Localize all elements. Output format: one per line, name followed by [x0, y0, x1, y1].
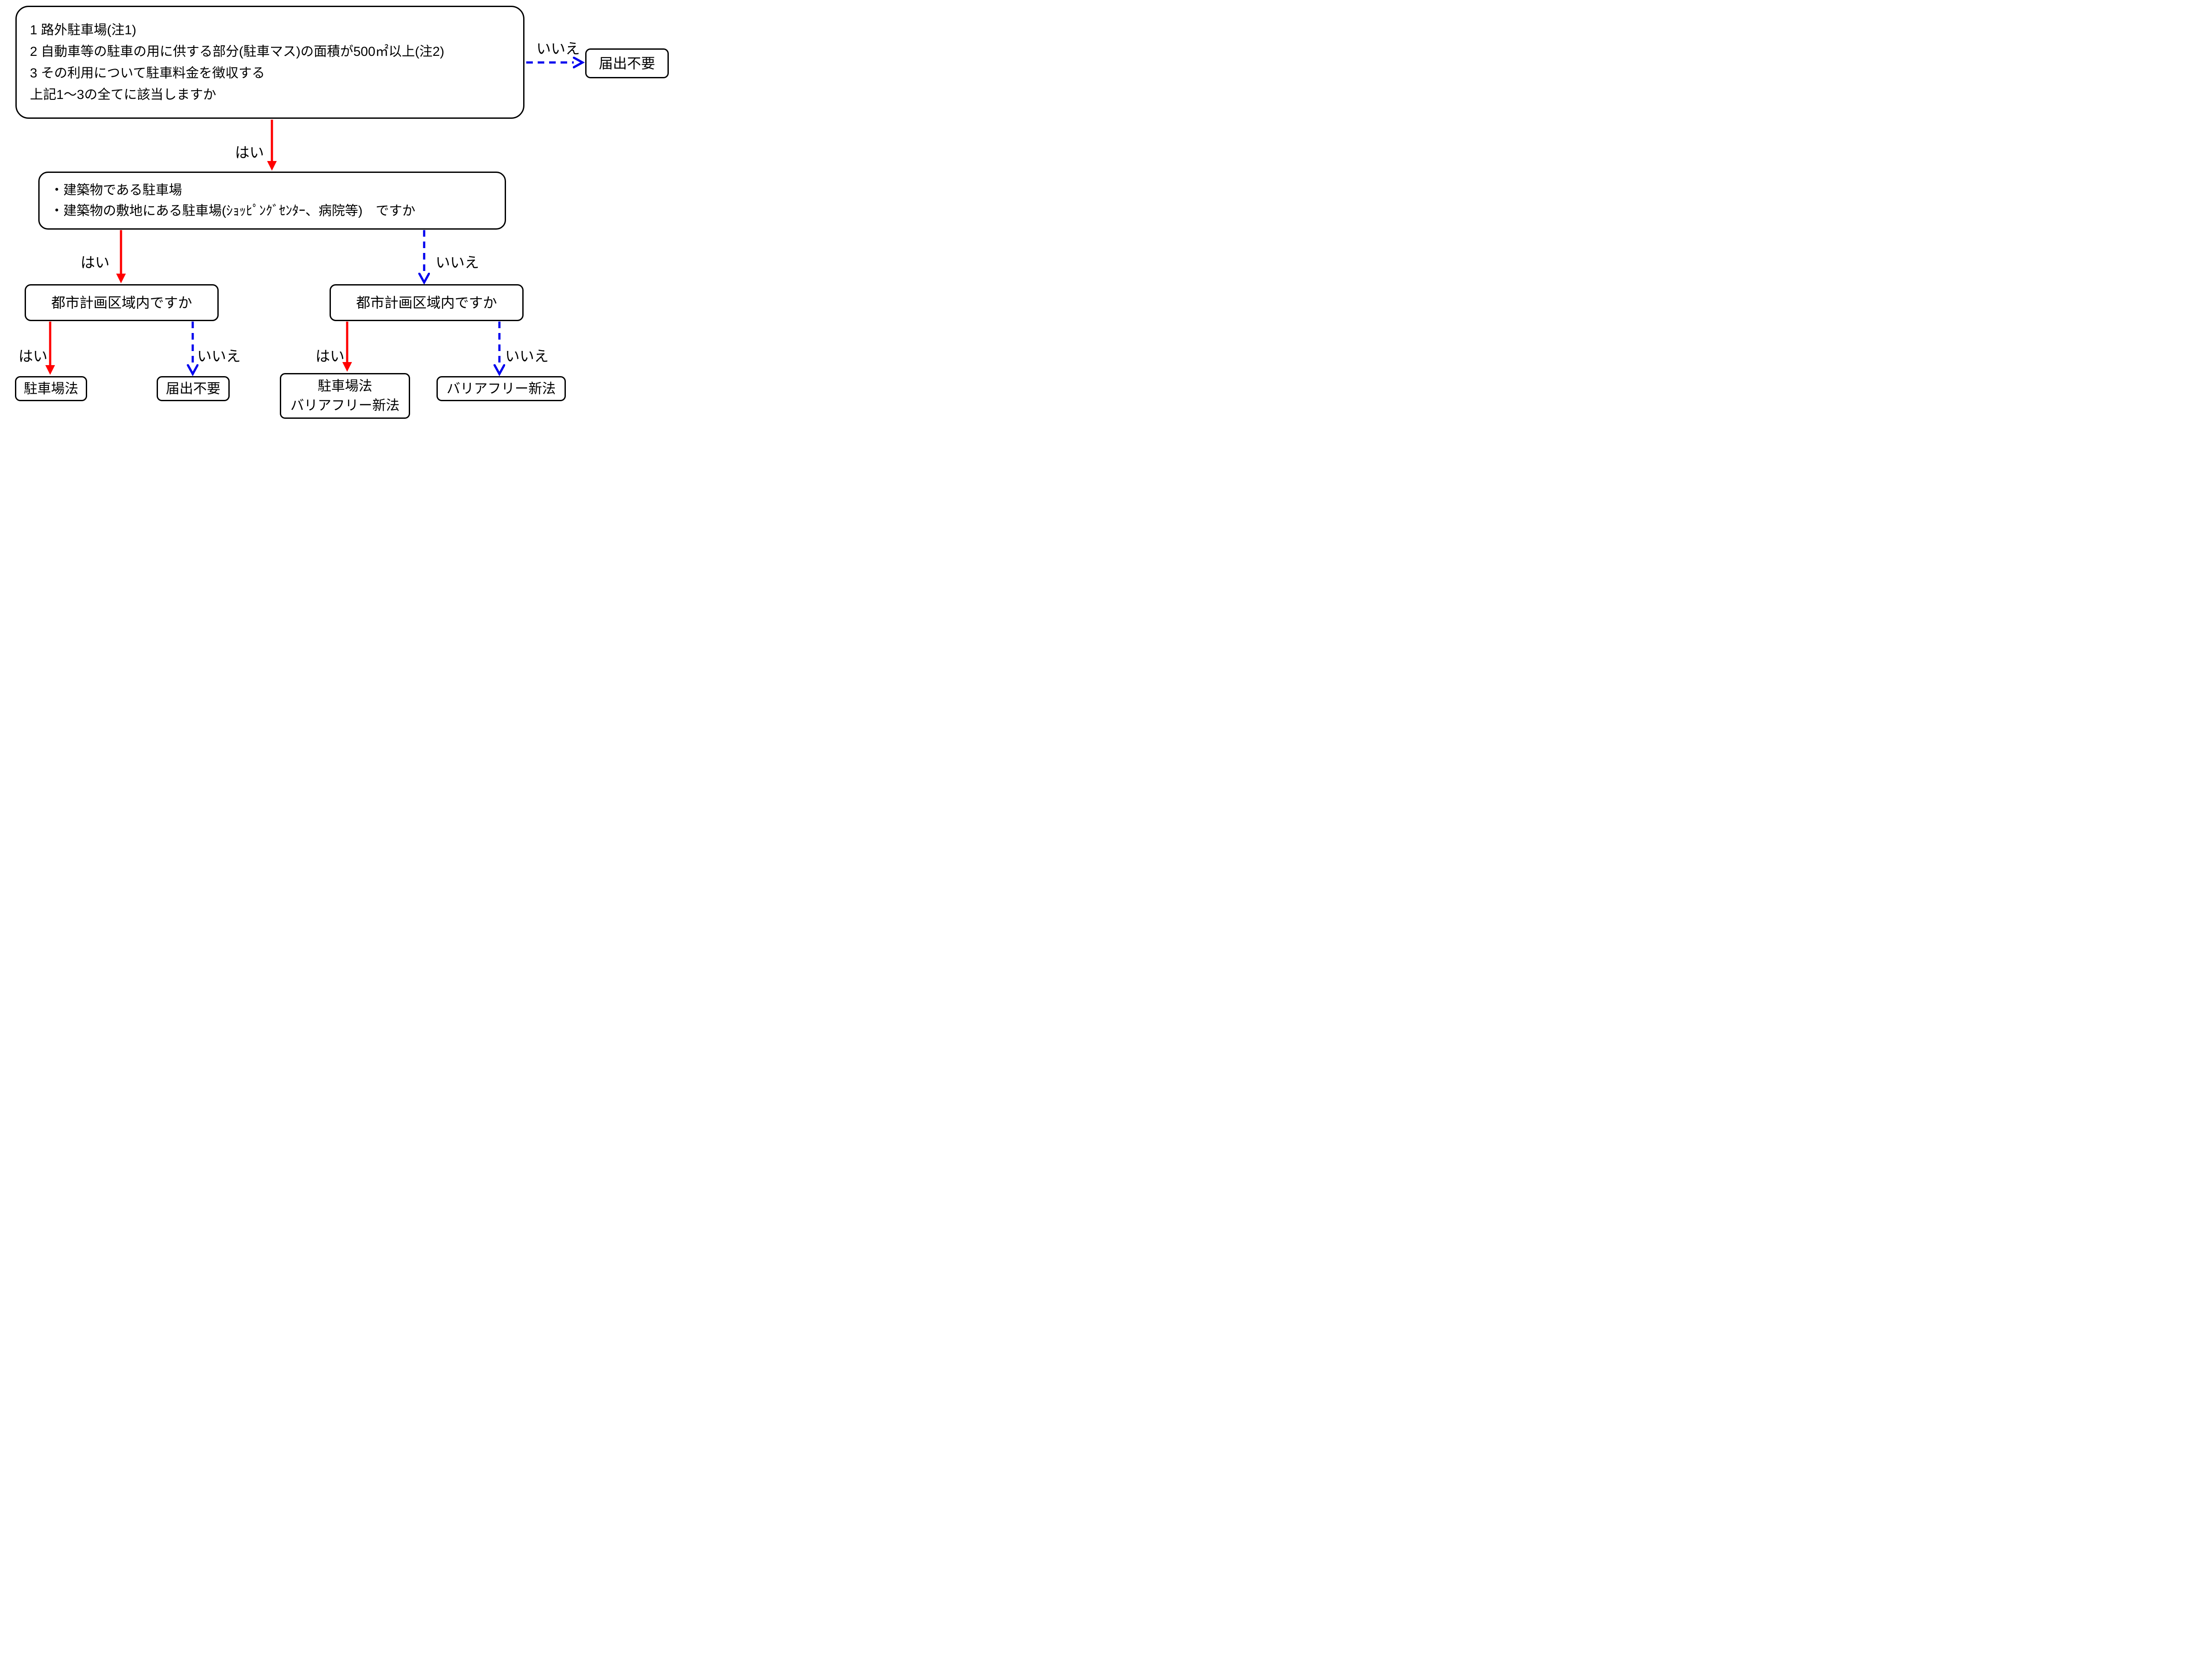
conditions-line-2: 2 自動車等の駐車の用に供する部分(駐車マス)の面積が500㎡以上(注2) [30, 44, 444, 59]
node-exempt-left: 届出不要 [157, 376, 230, 401]
edge-label-yes-1: はい [235, 144, 264, 161]
conditions-line-4: 上記1～3の全てに該当しますか [30, 87, 216, 102]
edge-label-no-2: いいえ [436, 254, 479, 271]
edge-label-yes-2: はい [81, 254, 110, 271]
edge-label-yes-3: はい [18, 348, 48, 364]
node-parking-and-barrier: 駐車場法 バリアフリー新法 [280, 373, 410, 419]
city-plan-left-label: 都市計画区域内ですか [51, 295, 192, 311]
node-city-plan-left: 都市計画区域内ですか [25, 284, 219, 321]
exempt-left-label: 届出不要 [166, 381, 220, 396]
barrier-free-label: バリアフリー新法 [447, 381, 556, 396]
parking-and-barrier-line-1: 駐車場法 [318, 378, 372, 394]
parking-and-barrier-line-2: バリアフリー新法 [290, 398, 400, 413]
conditions-line-1: 1 路外駐車場(注1) [30, 22, 136, 37]
node-city-plan-right: 都市計画区域内ですか [330, 284, 524, 321]
flowchart: 1 路外駐車場(注1) 2 自動車等の駐車の用に供する部分(駐車マス)の面積が5… [0, 0, 672, 420]
node-exempt-top: 届出不要 [585, 48, 669, 78]
edge-label-no-3: いいえ [197, 348, 241, 364]
node-conditions: 1 路外駐車場(注1) 2 自動車等の駐車の用に供する部分(駐車マス)の面積が5… [15, 6, 524, 119]
edge-label-yes-4: はい [315, 348, 345, 364]
city-plan-right-label: 都市計画区域内ですか [356, 295, 497, 311]
exempt-top-label: 届出不要 [598, 55, 655, 71]
edge-label-no-4: いいえ [505, 348, 549, 364]
building-question-line-2: ・建築物の敷地にある駐車場(ｼｮｯﾋﾟﾝｸﾞｾﾝﾀｰ、病院等) ですか [50, 204, 415, 218]
edge-label-no-top: いいえ [536, 40, 580, 57]
parking-law-label: 駐車場法 [24, 381, 78, 396]
conditions-line-3: 3 その利用について駐車料金を徴収する [30, 66, 265, 81]
node-parking-law: 駐車場法 [15, 376, 87, 401]
node-barrier-free: バリアフリー新法 [436, 376, 566, 401]
node-building-question: ・建築物である駐車場 ・建築物の敷地にある駐車場(ｼｮｯﾋﾟﾝｸﾞｾﾝﾀｰ、病院… [38, 172, 506, 230]
building-question-line-1: ・建築物である駐車場 [50, 183, 182, 198]
